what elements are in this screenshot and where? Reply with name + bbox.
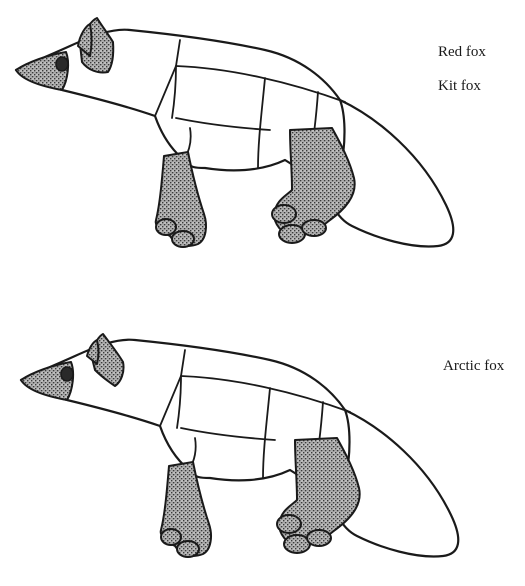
arctic-fox-drawing (21, 334, 458, 557)
label-kit-fox: Kit fox (438, 78, 481, 95)
label-red-fox: Red fox (438, 44, 486, 61)
label-arctic-fox: Arctic fox (443, 358, 504, 375)
red-kit-fox-drawing (16, 18, 453, 247)
